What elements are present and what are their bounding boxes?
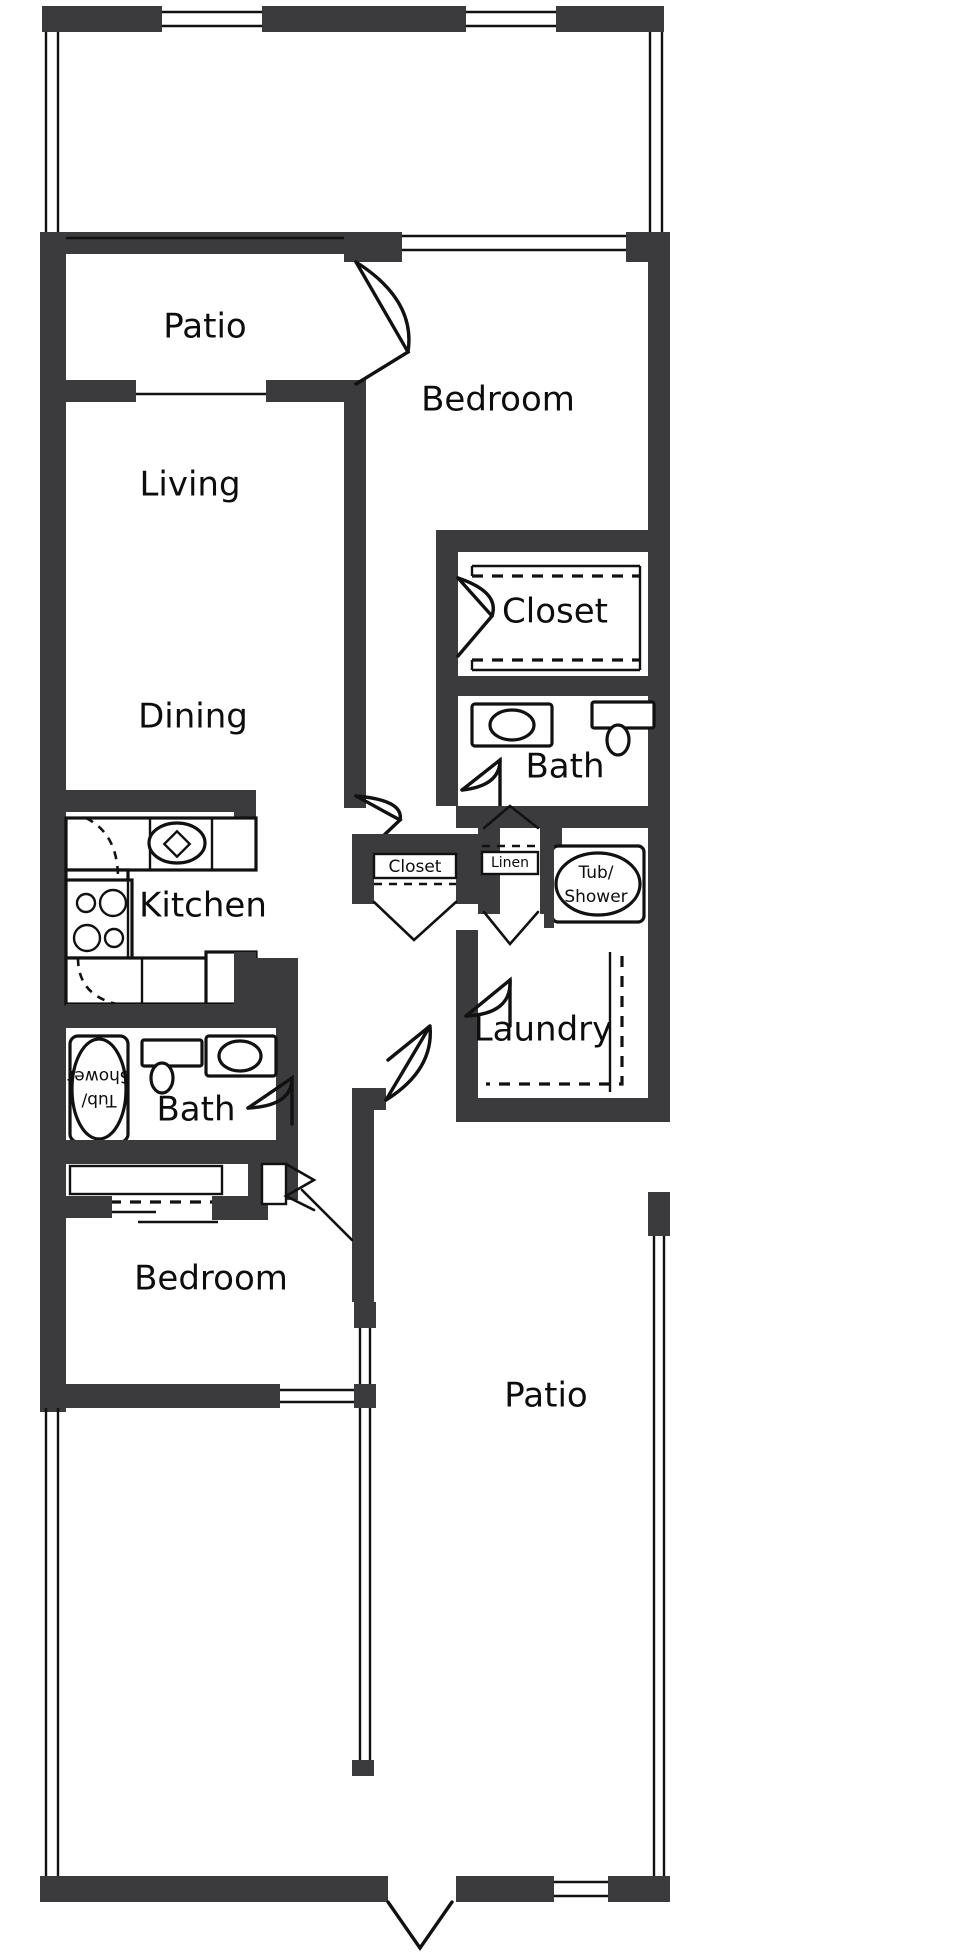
bath-bottom-toilet <box>204 1034 278 1078</box>
linen-shelf <box>480 844 540 876</box>
label-closet-hall: Closet <box>389 857 442 877</box>
room-bath-top <box>436 676 656 808</box>
patio-top-railing <box>42 6 664 237</box>
svg-text:Shower: Shower <box>67 1066 130 1086</box>
window-patio-bottom-south <box>554 1876 608 1902</box>
bath-top-tub <box>550 844 646 924</box>
svg-text:Tub/: Tub/ <box>81 1090 117 1110</box>
svg-text:Shower: Shower <box>564 887 627 907</box>
closet-hall-shelf <box>372 852 458 886</box>
bath-top-toilet <box>470 702 554 748</box>
svg-text:Tub/: Tub/ <box>577 863 613 883</box>
kitchen-sink <box>147 821 207 865</box>
room-patio-bottom <box>40 1192 670 1951</box>
door-laundry <box>464 976 512 1028</box>
label-laundry: Laundry <box>474 1010 613 1050</box>
label-kitchen: Kitchen <box>139 886 267 926</box>
label-dining: Dining <box>138 697 248 737</box>
room-patio-top <box>40 380 360 402</box>
kitchen-stove <box>64 878 134 960</box>
door-bath-top <box>460 756 502 808</box>
label-closet-top: Closet <box>502 592 608 632</box>
room-bedroom-bottom <box>40 1024 432 1408</box>
door-patio-bottom <box>386 1900 454 1951</box>
label-living: Living <box>139 465 240 505</box>
bedroom-bottom-closet <box>66 1162 317 1224</box>
window-top-bedroom <box>402 232 626 254</box>
label-tub-shower-top: Tub/ Shower <box>564 863 627 907</box>
label-tub-shower-bottom: Tub/ Shower <box>67 1066 130 1110</box>
label-patio-bottom: Patio <box>504 1376 587 1416</box>
door-bedroom-bottom <box>300 1024 432 1242</box>
small-labels: Closet Linen <box>389 855 530 877</box>
closet-top-shelf <box>470 564 642 672</box>
label-patio-top: Patio <box>163 307 246 347</box>
door-closet-top <box>456 576 495 658</box>
door-linen <box>482 804 540 947</box>
window-bedroom-bottom-south <box>280 1384 354 1408</box>
bath-bottom-tub <box>68 1034 130 1144</box>
label-bath-bottom: Bath <box>156 1090 235 1130</box>
fixture-labels: Tub/ Shower Tub/ Shower <box>67 863 627 1110</box>
label-bedroom-bottom: Bedroom <box>134 1259 288 1299</box>
label-bath-top: Bath <box>525 747 604 787</box>
door-bath-bottom <box>246 1074 294 1126</box>
window-top-north <box>162 6 556 32</box>
bath-top-vanity <box>590 700 656 757</box>
laundry-hookup <box>486 952 624 1092</box>
label-linen: Linen <box>491 855 529 871</box>
door-bedroom-bottom-closet <box>283 1162 317 1212</box>
wall-living-bedroom <box>344 380 366 790</box>
door-closet-hall <box>372 900 458 942</box>
bath-bottom-vanity <box>140 1038 204 1095</box>
hallway-walls <box>344 790 670 947</box>
room-labels: Patio Bedroom Living Closet Dining Bath … <box>134 307 612 1416</box>
room-bedroom-top <box>436 530 650 670</box>
room-laundry <box>456 930 670 1122</box>
label-bedroom-top: Bedroom <box>421 380 575 420</box>
door-patio-top-bedroom <box>354 260 411 386</box>
